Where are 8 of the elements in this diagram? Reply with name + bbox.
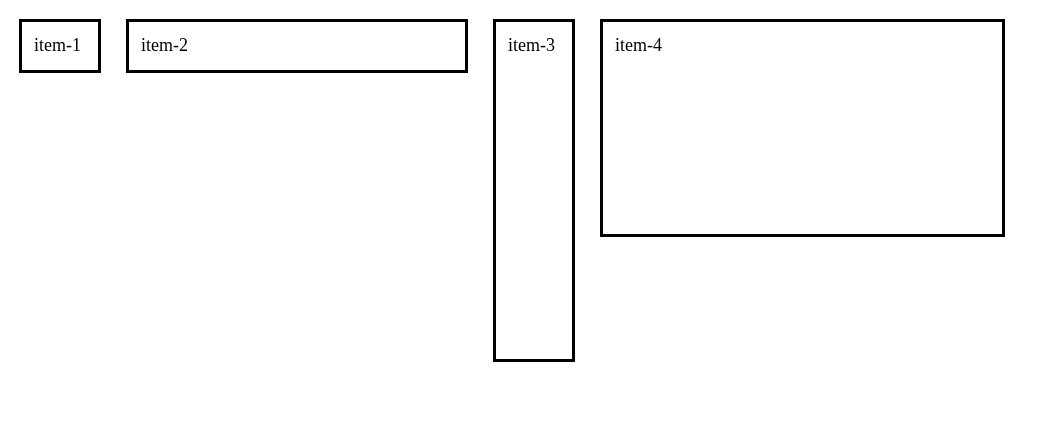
- item-box: [126, 19, 468, 73]
- item-label: item-2: [141, 35, 188, 55]
- item-label: item-3: [508, 35, 555, 55]
- item-box: [600, 19, 1005, 237]
- item-box: [19, 19, 101, 73]
- item-label: item-4: [615, 35, 662, 55]
- item-label: item-1: [34, 35, 81, 55]
- item-box: [493, 19, 575, 362]
